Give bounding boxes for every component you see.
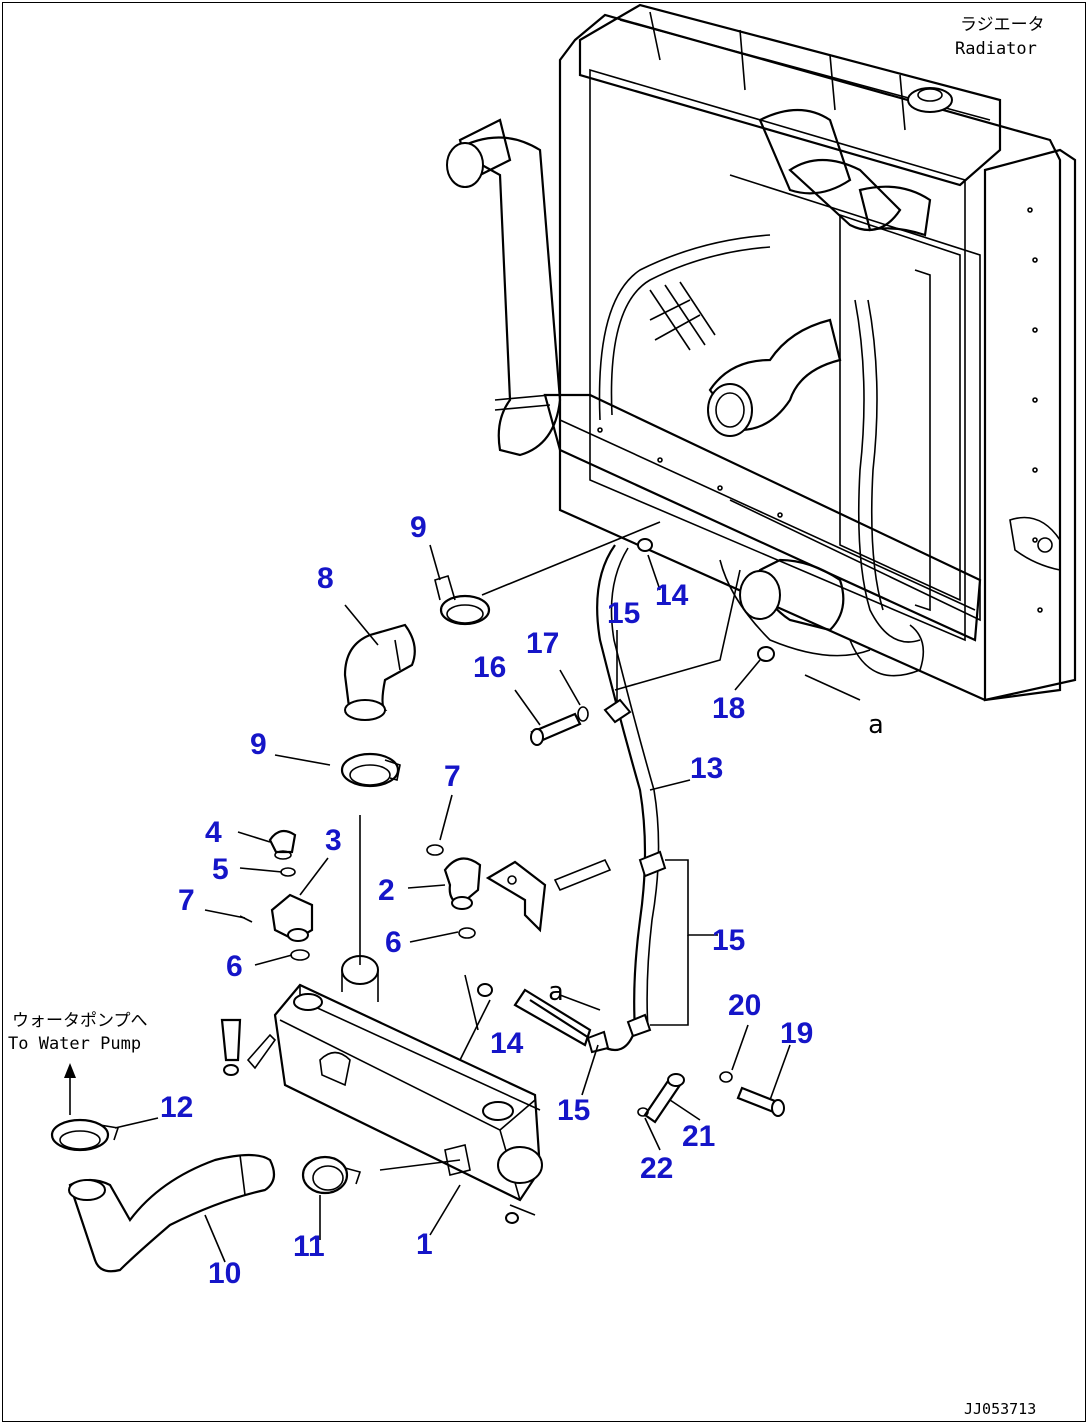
callout-4: 4	[205, 816, 222, 849]
callout-20: 20	[728, 989, 761, 1022]
callout-3: 3	[325, 824, 342, 857]
callout-15-lower: 15	[557, 1094, 590, 1127]
part-15-clip-middle	[638, 850, 667, 878]
drawing-number: JJ053713	[964, 1400, 1036, 1418]
part-6-oring-left	[290, 949, 310, 961]
callout-18: 18	[712, 692, 745, 725]
part-5-oring	[280, 867, 296, 877]
callout-16: 16	[473, 651, 506, 684]
part-2-elbow	[443, 857, 482, 910]
part-21-bolt	[643, 1073, 685, 1124]
view-a-arrow-lower	[559, 994, 601, 1011]
callout-6-right: 6	[385, 926, 402, 959]
callout-numbers: 9 8 9 7 4 3 5 2 8 7 6 6 14 15 17 16 18 1…	[160, 511, 813, 1290]
part-1-water-manifold	[246, 955, 543, 1224]
part-15-clip-upper	[603, 698, 632, 724]
part-22-washer	[637, 1107, 649, 1117]
callout-6-left: 6	[226, 950, 243, 983]
callout-13: 13	[690, 752, 723, 785]
part-10-hose	[68, 1153, 276, 1273]
callout-15-upper: 15	[607, 597, 640, 630]
part-20-washer	[719, 1071, 733, 1083]
part-6-oring-right	[458, 927, 476, 939]
stud-bolt	[220, 1018, 242, 1076]
callout-7-right: 7	[444, 760, 461, 793]
part-3-fitting	[270, 893, 314, 942]
callout-10: 10	[208, 1257, 241, 1290]
to-pump-arrowhead	[64, 1063, 76, 1078]
to-water-pump-label: ウォータポンプへ To Water Pump	[8, 1011, 148, 1054]
radiator-label-jp: ラジエータ	[960, 15, 1045, 35]
part-15-clip-bottom	[586, 1030, 610, 1054]
part-9-clamp-lower	[340, 752, 401, 788]
view-a-label-upper: a	[868, 710, 884, 740]
part-4-plug	[268, 829, 297, 860]
to-water-pump-jp: ウォータポンプへ	[12, 1011, 148, 1031]
part-19-bolt	[736, 1086, 785, 1117]
callout-9-lower: 9	[250, 728, 267, 761]
callout-1: 1	[416, 1228, 433, 1261]
part-14-nut-upper	[637, 538, 653, 552]
callout-21: 21	[682, 1120, 715, 1153]
callout-14-lower: 14	[490, 1027, 524, 1060]
callout-17: 17	[526, 627, 559, 660]
callout-9-upper: 9	[410, 511, 427, 544]
callout-14-upper: 14	[655, 579, 689, 612]
part-11-clamp	[301, 1155, 362, 1195]
radiator-label-en: Radiator	[955, 39, 1037, 59]
callout-5: 5	[212, 853, 229, 886]
radiator-assembly	[446, 3, 1077, 702]
callout-15-right: 15	[712, 924, 745, 957]
callout-8: 8	[317, 562, 334, 595]
part-14-nut-lower	[477, 983, 493, 997]
part-17-washer	[577, 706, 589, 722]
part-8-hose	[343, 623, 416, 721]
part-9-clamp-upper	[434, 574, 491, 626]
callout-22: 22	[640, 1152, 673, 1185]
callout-12: 12	[160, 1091, 193, 1124]
leader-lines	[114, 521, 791, 1263]
part-18-nut	[757, 646, 775, 662]
to-water-pump-en: To Water Pump	[8, 1034, 141, 1054]
callout-2: 2	[378, 874, 395, 907]
radiator-label: ラジエータ Radiator	[955, 15, 1045, 59]
bracket	[485, 858, 612, 933]
part-7-oring-right	[426, 844, 444, 856]
part-16-bolt	[530, 712, 582, 746]
callout-11: 11	[293, 1230, 325, 1263]
callout-19: 19	[780, 1017, 813, 1050]
part-12-clamp	[50, 1118, 120, 1152]
part-15-clip-lower	[626, 1013, 652, 1038]
view-a-label-lower: a	[548, 977, 564, 1007]
view-a-arrow-upper	[804, 674, 861, 701]
callout-7-left-label: 7	[178, 884, 195, 917]
